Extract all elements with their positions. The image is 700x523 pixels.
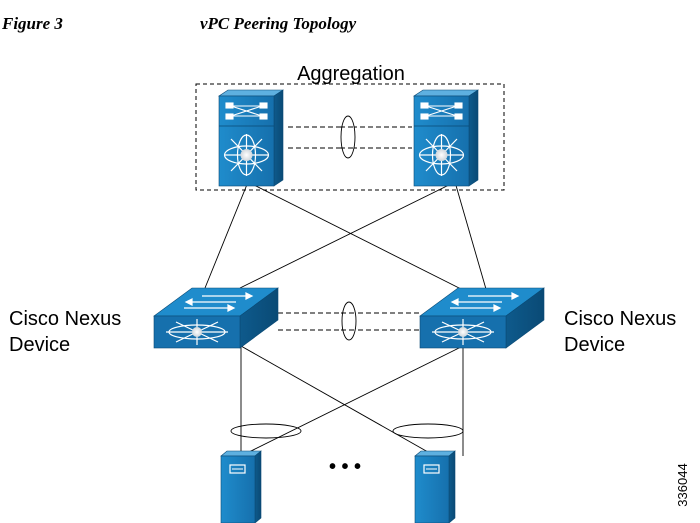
server-left — [220, 450, 262, 523]
aggregation-label: Aggregation — [297, 63, 405, 85]
server-ellipsis: • • • — [329, 456, 361, 478]
downlinks — [240, 345, 464, 457]
aggregation-boundary — [195, 83, 505, 191]
left-switch-label-line1: Cisco Nexus — [9, 308, 121, 330]
nexus-switch-right — [419, 287, 545, 349]
figure-title: vPC Peering Topology — [200, 14, 357, 33]
access-peer-portchannel — [341, 301, 357, 341]
aggregation-peer-portchannel — [340, 115, 356, 159]
server-right-portchannel — [392, 423, 464, 439]
aggregation-switch-right — [413, 89, 479, 187]
uplinks — [204, 181, 489, 297]
aggregation-peer-link — [288, 126, 412, 149]
right-switch-label-line1: Cisco Nexus — [564, 308, 676, 330]
server-right — [414, 450, 456, 523]
figure-id: 336044 — [675, 463, 690, 506]
nexus-switch-left — [153, 287, 279, 349]
right-switch-label-line2: Device — [564, 334, 625, 356]
aggregation-switch-left — [218, 89, 284, 187]
left-switch-label-line2: Device — [9, 334, 70, 356]
server-left-portchannel — [230, 423, 302, 439]
figure-number: Figure 3 — [2, 14, 63, 33]
